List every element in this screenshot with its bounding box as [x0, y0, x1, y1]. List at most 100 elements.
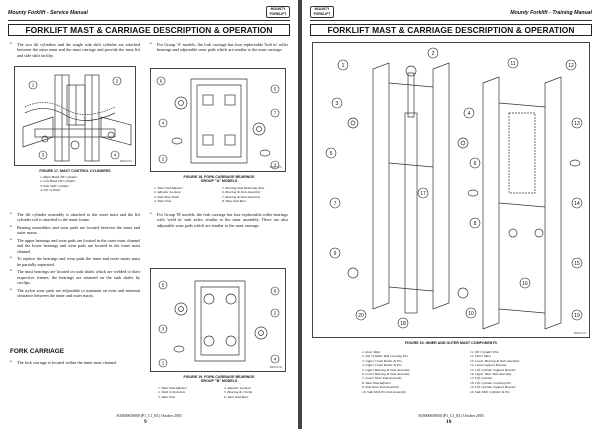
legend-item: 10. Side Shift Pin Stub Assembly [362, 389, 407, 394]
page-header: MOUNTY FORKLIFT Mounty Forklift - Traini… [310, 6, 592, 20]
svg-text:6: 6 [274, 289, 277, 294]
legend-item: 2. Left Hand Tilt Cylinder [40, 179, 76, 184]
page-title: FORKLIFT MAST & CARRIAGE DESCRIPTION & O… [310, 24, 592, 36]
bullet-item: The mast bearings are located on stub sh… [10, 269, 140, 285]
legend-item: 20. Side Shift Cylinder & Pin [470, 389, 510, 394]
fork-carriage-b-drawing: 53 62 41 [158, 280, 280, 368]
svg-text:3: 3 [162, 327, 165, 332]
svg-text:2: 2 [432, 51, 435, 57]
figure-19-legend-b: 4. Adjuster Locknut 5. Bearing & Circlip… [224, 386, 252, 399]
figure-19-legend-a: 1. Wear Pad Adjuster 2. Weld in Stub Axl… [158, 386, 187, 399]
legend-item: 2. Weld in Stub Axle [158, 390, 186, 395]
header-rule [8, 20, 290, 21]
bullet-list: The two tilt cylinders and the single si… [10, 42, 140, 60]
page-number: 10 [446, 419, 452, 425]
header-title: Mounty Forklift - Training Manual [510, 10, 592, 16]
legend-item: 1. Wear Pad Adjuster [158, 386, 188, 390]
legend-item: 5. Bearing & Circlip [224, 390, 253, 395]
bullet-item: The nylon wear pads are adjustable to ma… [10, 288, 140, 299]
header-rule [310, 20, 592, 21]
svg-text:4: 4 [274, 357, 277, 362]
svg-text:9: 9 [334, 251, 337, 257]
page-title: FORKLIFT MAST & CARRIAGE DESCRIPTION & O… [8, 24, 290, 36]
svg-text:18: 18 [400, 321, 406, 327]
legend-item: 7. Lower Wear Pad Assembly [362, 376, 402, 381]
legend-item: 13. Lower Bearing & Stub Assembly [470, 358, 520, 363]
figure-ref: MMS-FC19 [269, 366, 282, 369]
legend-item: 1. Right Hand Tilt Cylinder [40, 175, 78, 179]
svg-text:5: 5 [162, 283, 165, 288]
bullet-item: The two tilt cylinders and the single si… [10, 42, 140, 58]
svg-text:19: 19 [574, 313, 580, 319]
svg-text:11: 11 [510, 61, 515, 67]
legend-item: 15. Lift Cylinder Support Bracket [470, 367, 516, 372]
svg-text:5: 5 [330, 151, 333, 157]
legend-item: 19. Lift Cylinder Support Bracket [470, 385, 516, 390]
legend-item: 9. Side Wear Pad Assembly [362, 385, 400, 390]
legend-item: 11. Tilt Cylinder Pins [470, 350, 499, 354]
legend-item: 6. Wear Pad Rear [224, 394, 249, 399]
brand-logo: MOUNTY FORKLIFT [266, 6, 290, 18]
figure-18-legend-b: 5. Bearing Stub Retaining Nuts 6. Bearin… [222, 186, 264, 204]
svg-text:2: 2 [162, 157, 165, 162]
bullet-item: To replace the bearings and wear pads th… [10, 256, 140, 267]
svg-text:5: 5 [274, 87, 277, 92]
legend-item: 14. Chain Support Bracket [470, 363, 507, 368]
svg-text:6: 6 [474, 161, 477, 167]
bullet-item: The fork carriage is located within the … [10, 360, 140, 366]
legend-item: 4. Adjuster Locknut [224, 386, 251, 390]
legend-item: 17. Lift Cylinder [470, 376, 493, 381]
legend-item: 3. Side Shift Cylinder [40, 183, 70, 188]
svg-text:4: 4 [114, 153, 117, 158]
svg-text:3: 3 [336, 101, 339, 107]
svg-text:7: 7 [274, 111, 277, 116]
svg-text:3: 3 [42, 153, 45, 158]
bullet-list: For Group 'A' models, the fork carriage … [150, 42, 288, 55]
svg-text:10: 10 [468, 311, 474, 317]
svg-text:8: 8 [474, 221, 477, 227]
figure-ref: MMS-FC01 [119, 160, 132, 163]
fork-carriage-a-drawing: 64 25 73 [156, 76, 280, 170]
page-right: MOUNTY FORKLIFT Mounty Forklift - Traini… [302, 0, 600, 429]
svg-text:4: 4 [162, 121, 165, 126]
legend-item: 2. Adjuster Locknut [154, 190, 181, 195]
figure-20-legend-a: 1. Inner Mast 2. Lift Cylinder Rod Locat… [362, 350, 410, 394]
figure-20-legend-b: 11. Tilt Cylinder Pins 12. Outer Mast 13… [470, 350, 519, 394]
figure-ref: MMS-FC17 [573, 332, 586, 335]
legend-item: 8. Wear Pad Adjuster [362, 380, 392, 385]
figure-17-legend: 1. Right Hand Tilt Cylinder 2. Left Hand… [40, 175, 77, 193]
svg-text:13: 13 [574, 121, 580, 127]
bullet-list: For Group 'B' models, the fork carriage … [150, 212, 288, 230]
section-heading: FORK CARRIAGE [10, 348, 64, 355]
page-number: 9 [144, 419, 147, 425]
legend-item: 1. Inner Mast [362, 350, 381, 354]
bullet-item: The lift cylinder assembly is attached t… [10, 212, 140, 223]
legend-item: 5. Upper Bearing & Stub Assembly [362, 367, 410, 372]
bullet-item: Bearing assemblies and wear pads are loc… [10, 225, 140, 236]
svg-text:17: 17 [420, 191, 426, 197]
figure-19-caption: FIGURE 19. FORK CARRIAGE BEARINGS GROUP … [183, 375, 255, 383]
bullet-item: For Group 'A' models, the fork carriage … [150, 42, 288, 53]
legend-item: 16. Upper Wear Pad Assembly [470, 372, 512, 377]
figure-18-legend-a: 1. Wear Pad Adjuster 2. Adjuster Locknut… [154, 186, 183, 204]
legend-item: 7. Bearing & Stub Assembly [222, 194, 261, 199]
bullet-item: For Group 'B' models, the fork carriage … [150, 212, 288, 228]
legend-item: 8. Wear Pad Rear [222, 199, 247, 204]
figure-18-caption: FIGURE 18. FORK CARRIAGE BEARINGS GROUP … [183, 175, 255, 183]
page-footer: SOM00658000 (P1_C1_R1) October 2003 10 [310, 409, 592, 425]
bullet-list: The fork carriage is located within the … [10, 360, 140, 368]
svg-text:6: 6 [160, 79, 163, 84]
page-footer: SOM00658000 (P1_C1_R1) October 2003 9 [8, 409, 290, 425]
figure-ref: MMS-FC17 [269, 166, 282, 169]
figure-20-caption: FIGURE 20. INNER AND OUTER MAST COMPONEN… [405, 341, 497, 345]
svg-text:4: 4 [468, 111, 471, 117]
footer-doc-ref: SOM00658000 (P1_C1_R1) October 2003 [116, 414, 182, 418]
svg-text:1: 1 [32, 83, 35, 88]
svg-text:7: 7 [334, 201, 337, 207]
page-left: Mounty Forklift - Service Manual MOUNTY … [0, 0, 298, 429]
svg-text:14: 14 [574, 201, 580, 207]
